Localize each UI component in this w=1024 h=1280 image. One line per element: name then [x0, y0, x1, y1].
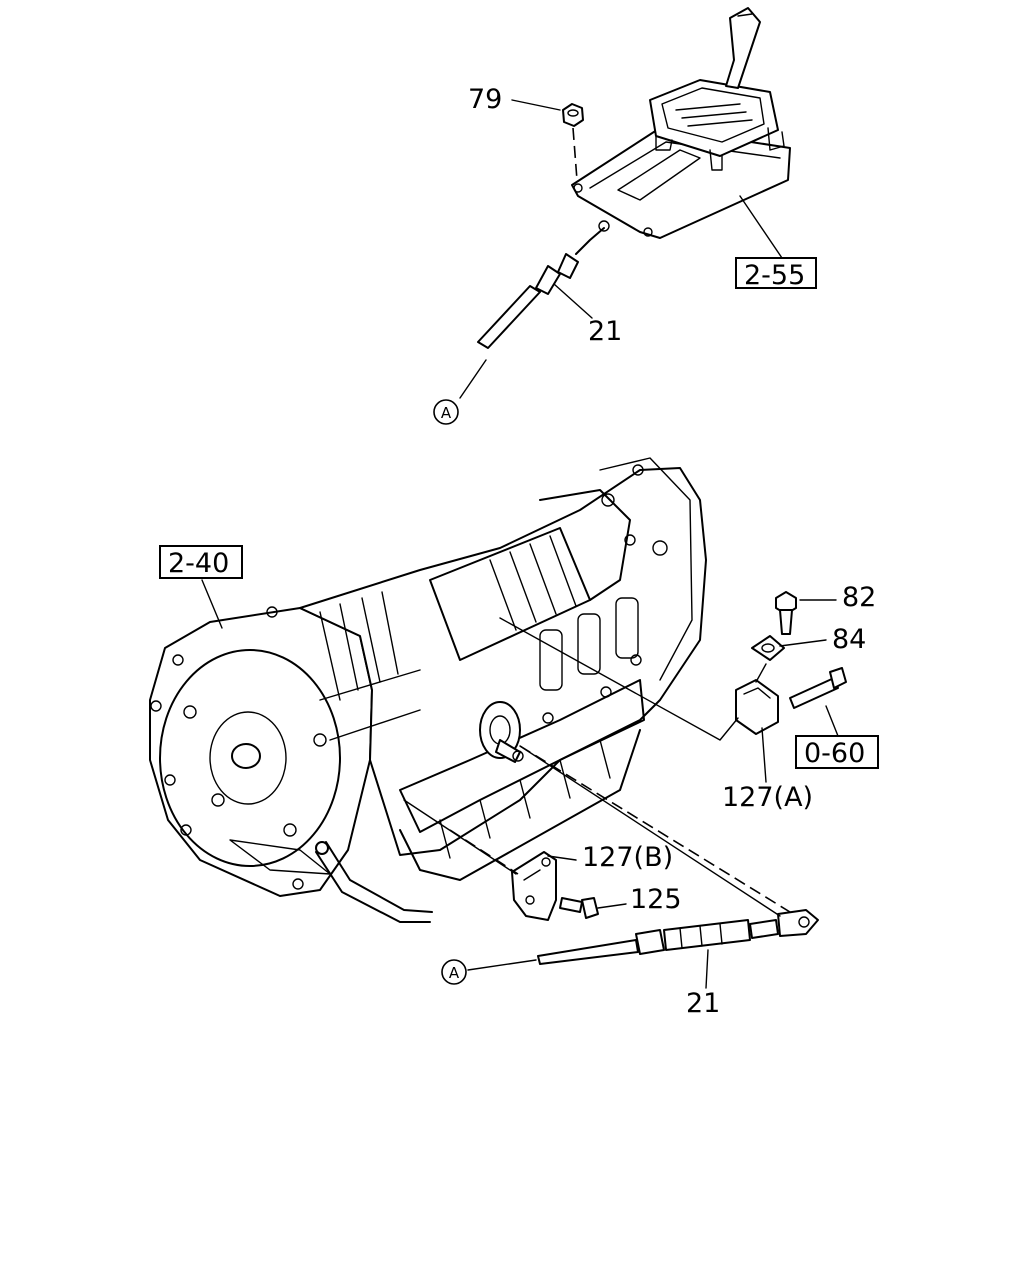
callout-21-top: 21: [588, 316, 622, 347]
shift-lever-assembly: [571, 7, 791, 239]
ref-box-2-40[interactable]: 2-40: [159, 545, 243, 579]
callout-84: 84: [832, 624, 866, 655]
connection-marker-bottom: A: [441, 959, 467, 985]
callout-125: 125: [630, 884, 682, 915]
ref-box-2-40-label: 2-40: [168, 548, 229, 579]
ref-box-0-60-label: 0-60: [804, 738, 865, 769]
bracket-127b: [511, 851, 557, 921]
connection-marker-bottom-label: A: [449, 964, 460, 982]
cable-21-bottom: [537, 909, 819, 965]
callout-127a: 127(A): [722, 782, 813, 813]
transmission-assembly: [149, 457, 707, 923]
clip-84: [751, 635, 785, 661]
ref-box-2-55[interactable]: 2-55: [735, 257, 817, 291]
bracket-127a: [735, 663, 779, 735]
nut-79: [562, 103, 584, 181]
callout-79: 79: [468, 84, 502, 115]
callout-21-bottom: 21: [686, 988, 720, 1019]
bolt-0-60: [789, 667, 847, 709]
connection-marker-top-label: A: [441, 404, 452, 422]
cable-21-top: [477, 220, 610, 349]
bolt-125: [559, 897, 599, 919]
callout-82: 82: [842, 582, 876, 613]
bolt-82: [775, 591, 797, 635]
ref-box-2-55-label: 2-55: [744, 260, 805, 291]
leader-lines: [201, 99, 839, 989]
ref-box-0-60[interactable]: 0-60: [795, 735, 879, 769]
callout-127b: 127(B): [582, 842, 673, 873]
connection-marker-top: A: [433, 399, 459, 425]
